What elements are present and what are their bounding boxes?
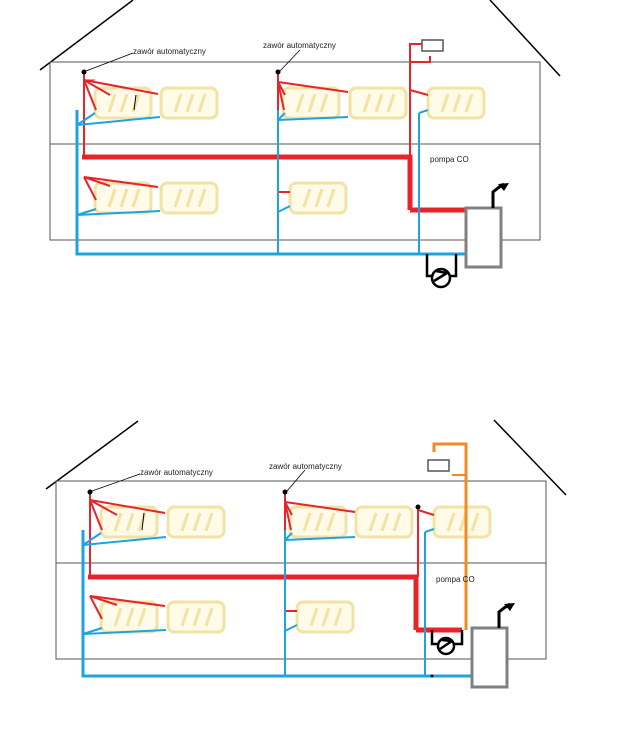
auto-valve: [87, 489, 93, 495]
expansion-tank: [421, 39, 444, 52]
radiator: [288, 181, 348, 215]
radiator: [281, 86, 341, 120]
auto-valve: [275, 69, 281, 75]
radiator: [93, 181, 153, 215]
boiler: [470, 626, 509, 689]
pump: [425, 254, 458, 289]
return-pipes: [81, 528, 472, 678]
pump-label: pompa CO: [436, 575, 475, 584]
lower-floor: [55, 562, 547, 660]
radiator: [426, 86, 486, 120]
radiator: [354, 505, 414, 539]
supply-pipes: [82, 43, 466, 213]
radiator: [166, 505, 226, 539]
radiator: [166, 600, 226, 634]
auto-valve: [81, 69, 87, 75]
radiator: [432, 505, 492, 539]
pump-label: pompa CO: [430, 155, 469, 164]
roof-right: [493, 419, 567, 496]
radiator: [295, 600, 355, 634]
boiler: [464, 206, 503, 269]
valve-label: zawór automatyczny: [140, 468, 213, 477]
valve-label: zawór automatyczny: [133, 47, 206, 56]
pump: [430, 630, 464, 656]
radiator: [348, 86, 408, 120]
radiator: [159, 86, 219, 120]
diagram-top: zawór automatyczny zawór automatyczny po…: [39, 0, 561, 289]
expansion-pipe: [432, 442, 468, 630]
diagram-bottom: zawór automatyczny zawór automatyczny po…: [45, 419, 567, 689]
roof-right: [489, 0, 561, 77]
auto-valve: [282, 489, 288, 495]
roof-left: [39, 0, 134, 71]
valve-label: zawór automatyczny: [269, 462, 342, 471]
radiator: [93, 86, 153, 120]
radiator: [159, 181, 219, 215]
valve-label: zawór automatyczny: [263, 41, 336, 50]
expansion-tank: [427, 459, 450, 472]
lower-floor: [49, 143, 541, 241]
auto-valve: [415, 504, 421, 510]
radiator: [99, 600, 159, 634]
roof-left: [45, 420, 139, 490]
radiator: [288, 505, 348, 539]
return-pipes: [75, 109, 466, 256]
